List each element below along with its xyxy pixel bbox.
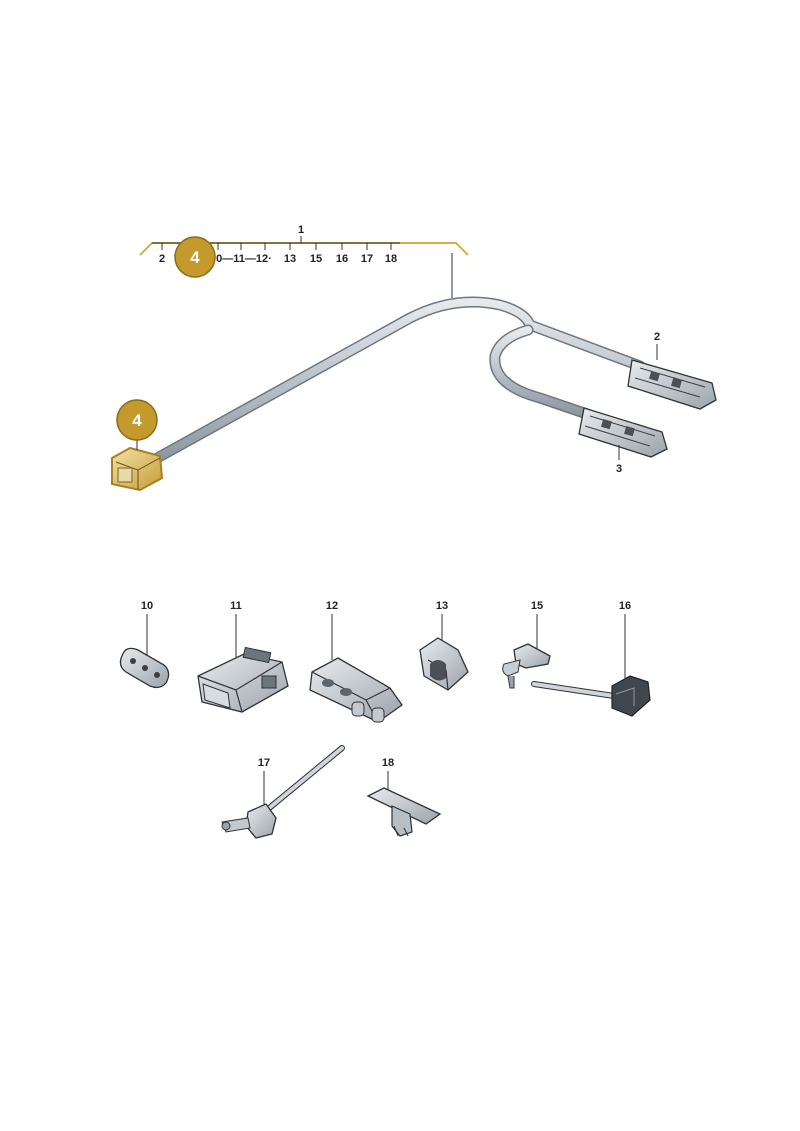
bracket-item-16[interactable]: 16: [336, 253, 348, 265]
bracket-item-10-11-12[interactable]: 0—11—12·: [216, 253, 272, 265]
connector-3-label: 3: [616, 463, 622, 475]
part-index-bracket: 1 2 0—11—12· 13 15 16 17 18 4: [139, 224, 469, 298]
part-17-label: 17: [258, 757, 270, 769]
part-13-label: 13: [436, 600, 448, 612]
wiring-harness[interactable]: [144, 296, 646, 468]
part-16-cable-tie-clip[interactable]: 16: [531, 600, 651, 717]
part-18-label: 18: [382, 757, 394, 769]
bracket-item-13[interactable]: 13: [284, 253, 296, 265]
part-11-connector-housing[interactable]: 11: [197, 600, 289, 713]
bracket-badge-4-text: 4: [190, 248, 200, 267]
part-15-label: 15: [531, 600, 543, 612]
connector-3[interactable]: 3: [578, 407, 668, 475]
connector-4[interactable]: 4: [111, 399, 164, 492]
bracket-badge-4[interactable]: 4: [174, 236, 216, 278]
connector-2[interactable]: 2: [627, 331, 717, 410]
bracket-item-2[interactable]: 2: [159, 253, 165, 265]
part-18-holder[interactable]: 18: [366, 757, 442, 837]
part-10-label: 10: [141, 600, 153, 612]
bracket-label-1: 1: [298, 224, 304, 236]
part-12-label: 12: [326, 600, 338, 612]
part-12-bracket-clip[interactable]: 12: [309, 600, 403, 723]
connector-2-label: 2: [654, 331, 660, 343]
connector-4-badge[interactable]: 4: [116, 399, 158, 441]
bracket-item-15[interactable]: 15: [310, 253, 322, 265]
part-16-label: 16: [619, 600, 631, 612]
part-17-cable-tie-pin[interactable]: 17: [221, 745, 345, 839]
part-11-label: 11: [230, 600, 242, 612]
bracket-item-17[interactable]: 17: [361, 253, 373, 265]
part-13-cable-clip[interactable]: 13: [419, 600, 469, 691]
part-10-grommet[interactable]: 10: [119, 600, 170, 689]
connector-4-badge-text: 4: [132, 411, 142, 430]
bracket-item-18[interactable]: 18: [385, 253, 397, 265]
part-15-push-clip[interactable]: 15: [502, 600, 551, 689]
